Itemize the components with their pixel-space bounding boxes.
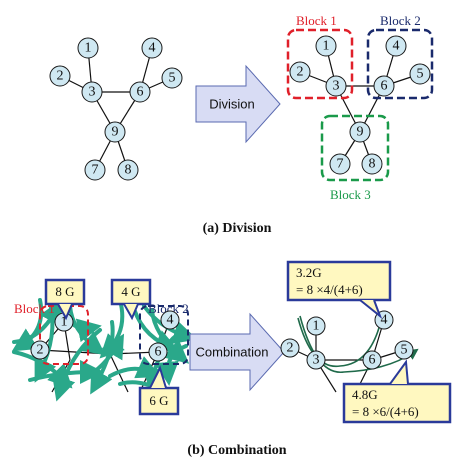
svg-text:7: 7: [92, 163, 99, 178]
svg-text:4: 4: [149, 41, 156, 56]
node-2: 2: [289, 61, 311, 83]
svg-text:6: 6: [381, 79, 388, 94]
node-9: 9: [104, 121, 126, 143]
combination-arrow: Combination: [189, 312, 285, 392]
svg-text:3.2G: 3.2G: [296, 265, 322, 280]
node-5: 5: [394, 340, 414, 360]
svg-text:6 G: 6 G: [149, 393, 168, 408]
svg-text:4: 4: [381, 313, 388, 328]
svg-text:1: 1: [61, 315, 68, 330]
svg-text:2: 2: [287, 341, 294, 356]
node-6: 6: [362, 350, 382, 370]
caption-b: (b) Combination: [187, 443, 286, 458]
svg-text:Combination: Combination: [196, 345, 269, 360]
node-3: 3: [306, 350, 326, 370]
svg-text:1: 1: [85, 41, 92, 56]
svg-text:6: 6: [155, 345, 162, 360]
block-1-box: [286, 28, 354, 100]
node-2: 2: [30, 340, 50, 360]
node-4: 4: [385, 35, 407, 57]
node-6: 6: [129, 81, 151, 103]
svg-text:8 G: 8 G: [55, 284, 74, 299]
panel-b-combined-graph: 1 2 3 4 6 5 3.2G = 8 ×4/(4+6) 4.8G = 8 ×…: [280, 260, 452, 424]
node-7: 7: [329, 153, 351, 175]
node-6: 6: [148, 342, 168, 362]
svg-text:5: 5: [401, 343, 408, 358]
callout-4-8g: 4.8G = 8 ×6/(4+6): [342, 359, 452, 424]
callout-8g: 8 G: [44, 278, 86, 321]
svg-text:1: 1: [313, 319, 320, 334]
node-5: 5: [409, 63, 431, 85]
svg-text:6: 6: [137, 85, 144, 100]
svg-text:2: 2: [297, 65, 304, 80]
svg-text:= 8 ×6/(4+6): = 8 ×6/(4+6): [352, 404, 419, 419]
node-3: 3: [325, 75, 347, 97]
svg-text:4: 4: [167, 313, 174, 328]
svg-text:1: 1: [323, 39, 330, 54]
node-1: 1: [315, 35, 337, 57]
svg-text:5: 5: [169, 71, 176, 86]
callout-6g: 6 G: [138, 365, 180, 416]
node-5: 5: [161, 67, 183, 89]
node-7: 7: [84, 159, 106, 181]
svg-text:3: 3: [89, 85, 96, 100]
svg-text:4 G: 4 G: [121, 284, 140, 299]
node-2: 2: [280, 338, 300, 358]
node-9: 9: [349, 121, 371, 143]
node-1: 1: [54, 312, 74, 332]
block-2-box: [366, 28, 434, 100]
svg-text:9: 9: [112, 125, 119, 140]
node-2: 2: [49, 65, 71, 87]
block-2-label: Block 2: [148, 301, 189, 316]
svg-text:2: 2: [57, 69, 64, 84]
svg-text:8: 8: [369, 157, 376, 172]
node-1: 1: [306, 316, 326, 336]
svg-text:5: 5: [417, 67, 424, 82]
node-8: 8: [361, 153, 383, 175]
block-2-label: Block 2: [380, 13, 421, 28]
division-arrow: Division: [195, 64, 281, 144]
node-8: 8: [117, 159, 139, 181]
panel-b-flow-graph: Block 1 Block 2 1 2 4 6 8 G 4 G 6 G: [11, 278, 198, 416]
svg-text:7: 7: [337, 157, 344, 172]
callout-3-2g: 3.2G = 8 ×4/(4+6): [286, 260, 392, 320]
block-1-label: Block 1: [14, 301, 55, 316]
svg-text:3: 3: [333, 79, 340, 94]
svg-text:6: 6: [369, 353, 376, 368]
svg-text:3: 3: [313, 353, 320, 368]
svg-text:4.8G: 4.8G: [352, 387, 378, 402]
svg-text:9: 9: [357, 125, 364, 140]
callout-4g: 4 G: [110, 278, 152, 321]
caption-a: (a) Division: [203, 221, 272, 236]
node-4: 4: [141, 37, 163, 59]
node-1: 1: [77, 37, 99, 59]
svg-text:2: 2: [37, 343, 44, 358]
svg-text:8: 8: [125, 163, 132, 178]
block-2-box: [139, 305, 189, 365]
panel-a-divided-graph: Block 1 Block 2 Block 3 1 2 3 4 5 6 9 7 …: [286, 13, 434, 202]
svg-text:4: 4: [393, 39, 400, 54]
svg-text:Division: Division: [209, 97, 255, 112]
block-3-box: [320, 114, 390, 182]
node-3: 3: [81, 81, 103, 103]
svg-text:= 8 ×4/(4+6): = 8 ×4/(4+6): [296, 282, 363, 297]
panel-a-original-graph: 1 2 3 4 5 6 9 7 8: [49, 37, 183, 181]
block-1-label: Block 1: [296, 13, 337, 28]
block-3-label: Block 3: [330, 187, 371, 202]
node-6: 6: [373, 75, 395, 97]
node-4: 4: [160, 310, 180, 330]
